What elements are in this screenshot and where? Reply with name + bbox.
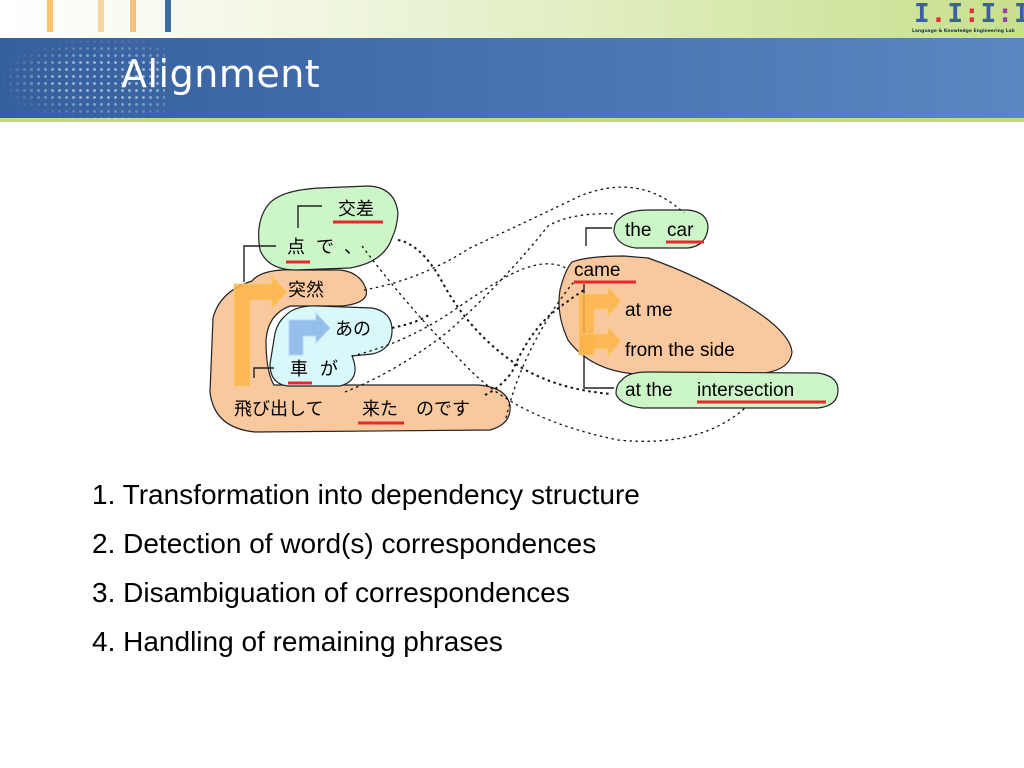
stripe-2: [98, 0, 104, 32]
en-the: the: [625, 220, 651, 241]
step-number: 2.: [92, 528, 116, 559]
jp-ano: あの: [335, 319, 371, 340]
region-kousaten: [258, 185, 399, 271]
region-tobidashite: [209, 269, 511, 433]
step-item: 4. Handling of remaining phrases: [92, 623, 640, 672]
header-underline: [0, 118, 1024, 122]
stripe-1: [47, 0, 53, 32]
stripe-3: [130, 0, 136, 32]
jp-ga: が: [320, 359, 338, 380]
step-text: Transformation into dependency structure: [122, 479, 640, 510]
en-at-me: at me: [625, 300, 673, 321]
slide-title: Alignment: [121, 52, 321, 96]
jp-tree-lines: [243, 205, 322, 378]
en-car: car: [667, 220, 694, 241]
step-text: Handling of remaining phrases: [123, 626, 503, 657]
step-number: 3.: [92, 577, 116, 608]
stripe-4: [165, 0, 171, 32]
jp-de: で: [316, 237, 334, 258]
step-item: 2. Detection of word(s) correspondences: [92, 525, 640, 574]
dot-pattern-decoration: [0, 38, 165, 122]
en-at-the: at the: [625, 380, 673, 401]
link-ano-car: [391, 313, 431, 329]
jp-kuruma: 車: [290, 359, 308, 380]
jp-red-underlines: [286, 220, 404, 425]
blue-arrow-ano: [288, 311, 331, 356]
link-nodesu-came: [505, 281, 575, 419]
step-item: 1. Transformation into dependency struct…: [92, 476, 640, 525]
step-number: 4.: [92, 626, 116, 657]
step-number: 1.: [92, 479, 116, 510]
jp-totsuzen: 突然: [288, 280, 324, 301]
link-ten-de-came: [361, 245, 746, 442]
step-item: 3. Disambiguation of correspondences: [92, 574, 640, 623]
jp-nodesu: のです: [416, 399, 470, 420]
en-from-the-side: from the side: [625, 340, 735, 361]
jp-comma: 、: [344, 237, 362, 258]
step-text: Detection of word(s) correspondences: [123, 528, 597, 559]
jp-ten: 点: [287, 237, 305, 258]
link-ga-came: [351, 263, 567, 357]
en-came: came: [574, 260, 620, 281]
lab-logo-name: Language & Knowledge Engineering Lab: [912, 29, 1015, 34]
jp-kousa: 交差: [338, 199, 374, 220]
link-kousaten-intersection: [397, 239, 613, 395]
steps-list: 1. Transformation into dependency struct…: [92, 476, 640, 672]
en-red-underlines: [574, 240, 826, 404]
header-bar: [0, 38, 1024, 122]
en-intersection: intersection: [697, 380, 794, 401]
orange-arrows-came: [578, 285, 622, 358]
link-tobidashite-came: [484, 289, 585, 396]
link-kuruma-car: [344, 213, 617, 393]
top-strip: [0, 0, 1024, 38]
step-text: Disambiguation of correspondences: [123, 577, 570, 608]
lab-logo-mark: I.I:I:I.: [914, 0, 1024, 29]
region-at-the-intersection: [615, 371, 839, 409]
jp-tobidashite: 飛び出して: [234, 399, 323, 420]
orange-arrow-outer: [233, 274, 288, 387]
jp-kita: 来た: [362, 399, 398, 420]
lab-logo: I.I:I:I. Language & Knowledge Engineerin…: [910, 0, 1024, 38]
alignment-links: [344, 186, 746, 442]
